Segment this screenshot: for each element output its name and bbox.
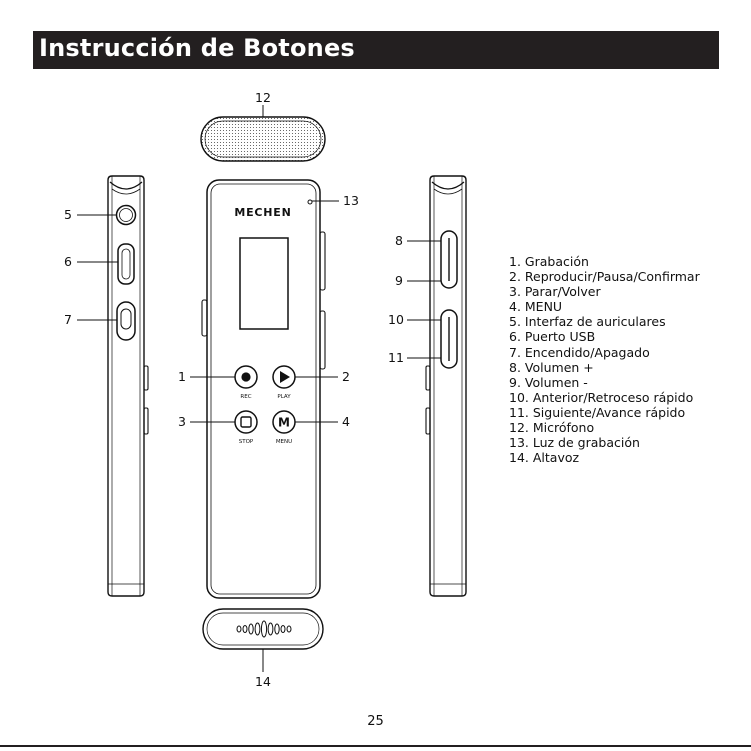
play-label: PLAY bbox=[277, 394, 291, 400]
callout-7: 7 bbox=[64, 312, 72, 327]
headphone-jack bbox=[115, 204, 137, 226]
legend-item: 2. Reproducir/Pausa/Confirmar bbox=[509, 269, 700, 285]
legend-item: 8. Volumen + bbox=[509, 359, 594, 375]
volume-down-button bbox=[440, 309, 458, 369]
recording-light bbox=[307, 199, 313, 205]
legend-item: 4. MENU bbox=[509, 299, 563, 315]
leader-lines bbox=[77, 105, 441, 672]
menu-label: MENU bbox=[276, 439, 292, 445]
legend-item: 12. Micrófono bbox=[509, 420, 595, 436]
legend-item: 6. Puerto USB bbox=[509, 329, 596, 345]
footer-divider bbox=[0, 745, 751, 747]
power-switch bbox=[116, 301, 136, 341]
callout-6: 6 bbox=[64, 254, 72, 269]
button-legend: 1. Grabación 2. Reproducir/Pausa/Confirm… bbox=[509, 254, 744, 465]
callout-3: 3 bbox=[178, 414, 186, 429]
volume-up-button bbox=[440, 230, 458, 289]
brand-logo: MECHEN bbox=[234, 206, 291, 219]
callout-2: 2 bbox=[342, 369, 350, 384]
legend-item: 7. Encendido/Apagado bbox=[509, 344, 650, 360]
legend-item: 11. Siguiente/Avance rápido bbox=[509, 404, 686, 420]
title-bar: Instrucción de Botones bbox=[33, 31, 719, 69]
callout-13: 13 bbox=[343, 193, 359, 208]
legend-item: 1. Grabación bbox=[509, 254, 589, 269]
legend-item: 3. Parar/Volver bbox=[509, 284, 601, 300]
callout-10: 10 bbox=[388, 312, 404, 327]
top-view-microphone bbox=[200, 116, 326, 162]
right-side-view bbox=[425, 175, 467, 597]
usb-port bbox=[117, 243, 135, 285]
bottom-view-speaker bbox=[202, 608, 324, 650]
callout-14: 14 bbox=[255, 674, 271, 689]
callout-5: 5 bbox=[64, 207, 72, 222]
callout-9: 9 bbox=[395, 273, 403, 288]
rec-label: REC bbox=[240, 394, 251, 400]
screen bbox=[239, 237, 289, 330]
left-side-view bbox=[107, 175, 149, 597]
callout-11: 11 bbox=[388, 350, 404, 365]
page-number: 25 bbox=[367, 714, 384, 729]
legend-item: 10. Anterior/Retroceso rápido bbox=[509, 389, 694, 405]
legend-item: 9. Volumen - bbox=[509, 374, 588, 390]
callout-8: 8 bbox=[395, 233, 403, 248]
legend-item: 5. Interfaz de auriculares bbox=[509, 314, 666, 330]
page-title: Instrucción de Botones bbox=[39, 34, 355, 62]
front-view: M bbox=[201, 179, 326, 599]
callout-12: 12 bbox=[255, 90, 271, 105]
legend-item: 14. Altavoz bbox=[509, 450, 580, 466]
menu-button-glyph: M bbox=[278, 416, 290, 430]
legend-item: 13. Luz de grabación bbox=[509, 435, 640, 451]
callout-1: 1 bbox=[178, 369, 186, 384]
stop-label: STOP bbox=[239, 439, 254, 445]
callout-4: 4 bbox=[342, 414, 350, 429]
